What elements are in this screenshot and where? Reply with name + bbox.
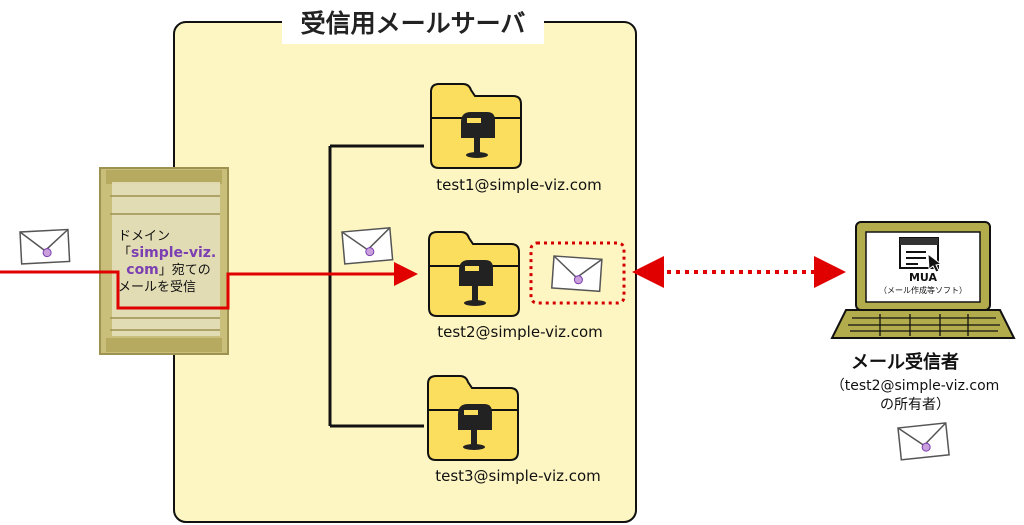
recipient-subtitle: （test2@simple-viz.com の所有者） xyxy=(800,377,1024,415)
domain-suffix: 」宛ての xyxy=(158,263,211,278)
server-description: ドメイン 「simple-viz. com」宛ての メールを受信 xyxy=(118,228,222,296)
mailbox-address-2: test2@simple-viz.com xyxy=(437,323,603,341)
bracket-open: 「 xyxy=(118,246,132,261)
server-receive-label: メールを受信 xyxy=(118,280,197,295)
domain-name-part1: simple-viz. xyxy=(131,245,217,261)
recipient-title: メール受信者 xyxy=(851,352,959,373)
envelope-icon-incoming xyxy=(19,228,71,265)
server-domain-line: 「simple-viz. xyxy=(118,245,222,262)
mua-subtitle: （メール作成等ソフト） xyxy=(879,286,967,295)
app-window-icon xyxy=(899,237,943,273)
envelope-icon-recipient xyxy=(897,422,950,461)
mailbox-address-1: test1@simple-viz.com xyxy=(436,176,602,194)
recipient-address-line: （test2@simple-viz.com xyxy=(830,378,1000,394)
recipient-owner-line: の所有者） xyxy=(880,397,950,413)
envelope-icon-server xyxy=(341,227,394,265)
received-mail-highlight xyxy=(529,241,626,305)
mail-server-title: 受信用メールサーバ xyxy=(282,4,544,44)
mailbox-folder-icon-1 xyxy=(430,83,522,169)
server-tower-icon xyxy=(99,167,229,355)
envelope-icon-received xyxy=(550,255,603,293)
mailbox-address-3: test3@simple-viz.com xyxy=(435,467,601,485)
incoming-mail-arrow xyxy=(0,262,418,310)
server-domain-label: ドメイン xyxy=(118,229,171,244)
domain-name-part2: com xyxy=(126,262,159,278)
mua-label: MUA xyxy=(908,271,938,284)
server-domain-line-2: com」宛ての xyxy=(118,262,222,279)
mailbox-folder-icon-3 xyxy=(427,375,519,461)
branch-lines xyxy=(328,144,424,428)
mailbox-folder-icon-2 xyxy=(428,231,520,317)
laptop-icon xyxy=(830,221,1016,339)
